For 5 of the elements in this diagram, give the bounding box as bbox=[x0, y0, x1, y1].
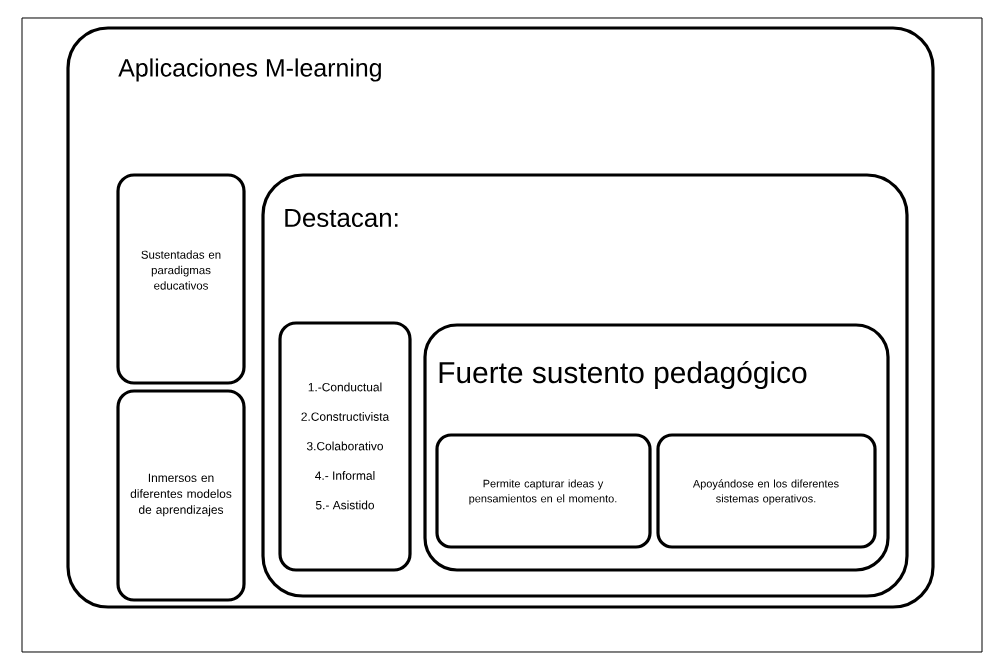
rounded-box: 1.-Conductual 2.Constructivista 3.Colaborativo 4.- Informal 5.- Asistido bbox=[278, 321, 412, 572]
rounded-box: Apoyándose en los diferentes sistemas operativos. bbox=[656, 433, 877, 549]
rounded-box: Permite capturar ideas y pensamientos en el momento. bbox=[435, 433, 652, 549]
rounded-box: Sustentadas en paradigmas educativos bbox=[116, 173, 246, 385]
rounded-box: Inmersos en diferentes modelos de aprendizajes bbox=[116, 389, 246, 602]
